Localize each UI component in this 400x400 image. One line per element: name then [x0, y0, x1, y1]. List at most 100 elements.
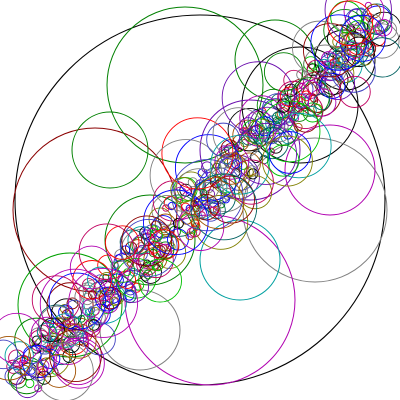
diagonal-circle-404: [367, 14, 382, 29]
diagonal-circle-41: [187, 177, 198, 188]
diagonal-circle-184: [344, 8, 371, 35]
diagonal-circle-289: [87, 266, 113, 293]
band-circle-20: [176, 203, 225, 251]
band-circle-55: [121, 215, 173, 267]
band-circle-46: [310, 14, 367, 71]
diagonal-circle-322: [303, 44, 348, 89]
side-circle-9: [284, 124, 376, 216]
diagonal-circle-374: [220, 139, 239, 158]
band-circle-58: [262, 135, 313, 187]
diagonal-circle-189: [156, 241, 175, 260]
diagonal-circle-143: [131, 282, 142, 293]
band-circle-48: [268, 131, 312, 174]
diagonal-circle-410: [279, 86, 301, 108]
band-circle-27: [138, 258, 183, 303]
diagonal-circle-389: [40, 317, 65, 343]
diagonal-circle-368: [297, 96, 306, 105]
band-circle-1: [238, 175, 273, 210]
diagonal-circle-238: [152, 244, 166, 259]
diagonal-circle-282: [47, 323, 89, 366]
diagonal-circle-313: [378, 20, 398, 40]
band-circle-29: [104, 225, 140, 260]
diagonal-circle-225: [14, 317, 59, 363]
band-circle-41: [212, 107, 265, 160]
side-circle-3: [242, 137, 388, 283]
band-circle-51: [49, 329, 102, 383]
diagonal-circle-399: [74, 284, 99, 310]
band-circle-47: [35, 342, 94, 400]
band-circle-12: [0, 339, 19, 370]
diagonal-circle-401: [335, 56, 344, 65]
band-circle-28: [324, 0, 392, 44]
diagonal-circle-392: [285, 117, 294, 127]
side-circle-2: [241, 46, 359, 164]
diagonal-circle-281: [209, 155, 251, 196]
band-circle-38: [292, 20, 347, 76]
side-circle-10: [199, 219, 281, 301]
diagonal-circle-177: [290, 114, 299, 123]
diagonal-circle-357: [299, 82, 307, 90]
band-circle-11: [69, 245, 114, 290]
diagonal-circle-376: [119, 229, 145, 255]
diagonal-circle-164: [320, 65, 356, 100]
diagonal-circle-359: [38, 368, 46, 376]
diagonal-circle-299: [334, 62, 342, 70]
band-circle-23: [263, 52, 304, 92]
band-circle-17: [207, 175, 255, 224]
band-circle-59: [31, 275, 81, 325]
band-circle-19: [149, 139, 223, 212]
diagonal-circle-93: [364, 1, 372, 10]
diagonal-circle-211: [250, 150, 263, 163]
side-circle-8: [104, 194, 196, 286]
band-circle-35: [174, 168, 225, 219]
band-circle-7: [266, 112, 332, 179]
diagonal-circle-345: [167, 201, 177, 211]
band-circle-49: [235, 122, 297, 185]
diagonal-circle-304: [318, 58, 330, 70]
diagonal-circle-409: [153, 261, 164, 272]
diagonal-circle-382: [313, 93, 331, 111]
diagonal-circle-333: [88, 319, 100, 331]
band-circle-5: [210, 134, 270, 195]
side-circle-12: [234, 19, 316, 101]
side-circle-7: [199, 99, 301, 201]
band-circle-33: [267, 144, 300, 177]
diagonal-circle-45: [99, 280, 114, 296]
diagonal-circle-318: [290, 77, 330, 117]
band-circle-43: [256, 126, 289, 160]
diagonal-circle-249: [127, 226, 156, 255]
diagonal-circle-97: [6, 359, 21, 374]
diagonal-circle-331: [239, 95, 284, 139]
band-circle-52: [215, 152, 248, 185]
diagonal-circle-384: [185, 231, 195, 241]
band-circle-50: [42, 353, 77, 388]
band-circle-10: [258, 100, 321, 163]
diagonal-circle-29: [240, 139, 249, 148]
diagonal-circle-344: [15, 374, 40, 399]
outer-circle: [14, 14, 386, 386]
band-circle-53: [61, 323, 97, 359]
band-circle-40: [78, 223, 135, 280]
diagonal-circle-411: [146, 227, 158, 239]
band-circle-25: [338, 75, 371, 108]
diagonal-circle-202: [66, 297, 79, 310]
diagonal-circle-378: [319, 72, 346, 99]
diagonal-circle-116: [356, 7, 366, 18]
diagonal-circle-321: [240, 129, 258, 146]
diagonal-circle-400: [62, 349, 77, 363]
band-circle-36: [362, 37, 400, 78]
diagonal-circle-391: [136, 252, 159, 276]
diagonal-circle-328: [149, 228, 163, 242]
diagonal-circle-397: [332, 34, 346, 49]
diagonal-circle-387: [36, 322, 58, 343]
diagonal-circle-222: [4, 341, 34, 371]
diagonal-circle-242: [154, 213, 177, 236]
band-circle-56: [327, 0, 373, 47]
diagonal-circle-418: [143, 269, 153, 280]
band-circle-42: [0, 312, 43, 364]
diagonal-circle-278: [293, 79, 314, 99]
band-circle-57: [190, 173, 258, 241]
diagonal-circle-319: [192, 222, 201, 231]
diagonal-circle-290: [293, 122, 303, 132]
